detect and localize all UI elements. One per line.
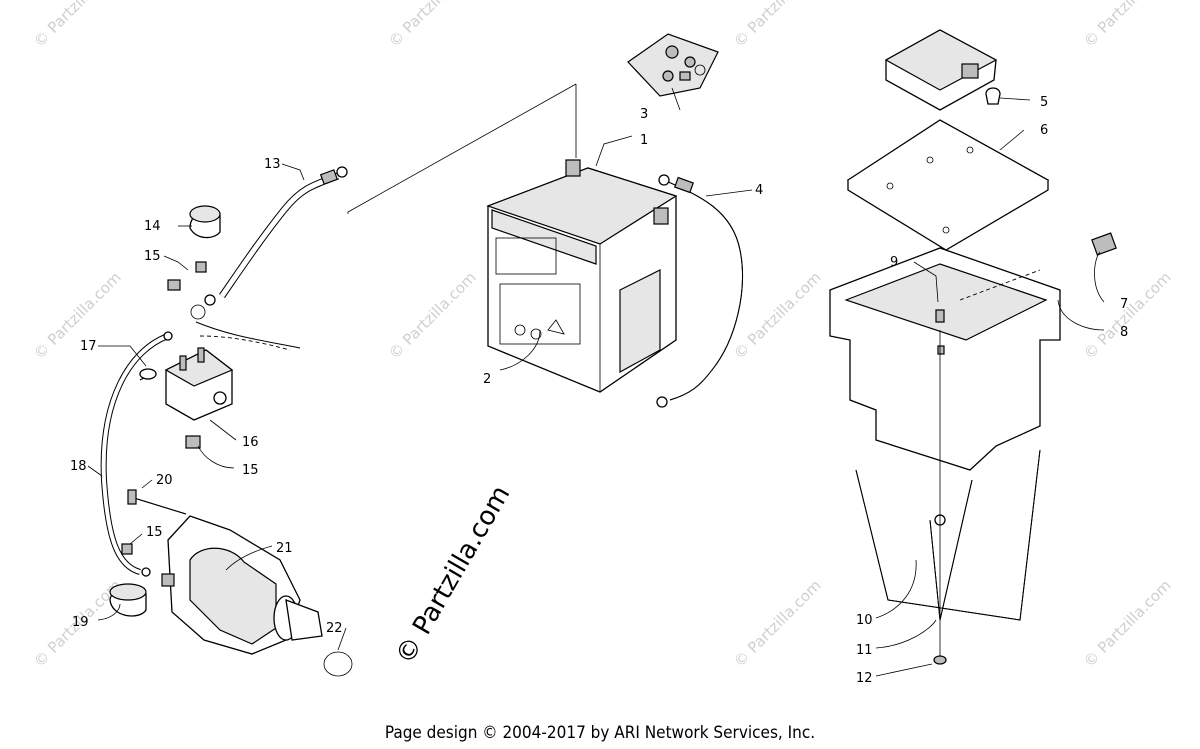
callout-13: 13 bbox=[264, 157, 281, 172]
starter-motor-illustration bbox=[109, 489, 353, 677]
watermark-text: © Partzilla.com bbox=[1080, 576, 1175, 671]
callout-9: 9 bbox=[890, 255, 898, 270]
callout-18: 18 bbox=[70, 459, 87, 474]
hold-down-strap-illustration bbox=[855, 330, 1041, 665]
callout-7: 7 bbox=[1120, 297, 1128, 312]
battery-box-illustration bbox=[829, 232, 1117, 471]
watermark-main: © Partzilla.com bbox=[390, 481, 516, 670]
callout-leaders bbox=[87, 87, 1105, 677]
callout-15-upper: 15 bbox=[144, 249, 161, 264]
callout-3: 3 bbox=[640, 107, 648, 122]
solenoid-illustration bbox=[139, 205, 301, 449]
watermark-text: © Partzilla.com bbox=[385, 268, 480, 363]
watermark-text: © Partzilla.com bbox=[30, 0, 125, 51]
callout-15-middle: 15 bbox=[242, 463, 259, 478]
callout-4: 4 bbox=[755, 183, 763, 198]
callout-11: 11 bbox=[856, 643, 873, 658]
callout-8: 8 bbox=[1120, 325, 1128, 340]
hardware-kit-illustration bbox=[627, 33, 719, 97]
callout-1: 1 bbox=[640, 133, 648, 148]
watermark-text: © Partzilla.com bbox=[30, 268, 125, 363]
callout-6: 6 bbox=[1040, 123, 1048, 138]
callout-17: 17 bbox=[80, 339, 97, 354]
callout-22: 22 bbox=[326, 621, 343, 636]
callout-16: 16 bbox=[242, 435, 259, 450]
callout-labels: 1 2 3 4 5 6 7 8 9 10 11 12 13 14 15 17 1… bbox=[70, 95, 1128, 686]
watermark-text: © Partzilla.com bbox=[730, 576, 825, 671]
battery-tray-cover-illustration bbox=[846, 119, 1050, 251]
callout-15-lower: 15 bbox=[146, 525, 163, 540]
watermark-text: © Partzilla.com bbox=[1080, 268, 1175, 363]
callout-20: 20 bbox=[156, 473, 173, 488]
callout-10: 10 bbox=[856, 613, 873, 628]
positive-cable-illustration bbox=[204, 166, 348, 306]
battery-cable-illustration bbox=[656, 174, 743, 408]
reference-leader-line bbox=[347, 83, 577, 214]
watermark-text: © Partzilla.com bbox=[385, 0, 480, 51]
callout-21: 21 bbox=[276, 541, 293, 556]
callout-19: 19 bbox=[72, 615, 89, 630]
watermark-text: © Partzilla.com bbox=[730, 268, 825, 363]
fuse-block-illustration bbox=[884, 29, 1001, 111]
starter-cable-illustration bbox=[100, 331, 173, 577]
callout-2: 2 bbox=[483, 372, 491, 387]
page-footer: Page design © 2004-2017 by ARI Network S… bbox=[385, 723, 815, 743]
watermark-text: © Partzilla.com bbox=[730, 0, 825, 51]
callout-12: 12 bbox=[856, 671, 873, 686]
callout-14: 14 bbox=[144, 219, 161, 234]
callout-5: 5 bbox=[1040, 95, 1048, 110]
battery-illustration bbox=[486, 159, 678, 393]
watermark-text: © Partzilla.com bbox=[1080, 0, 1175, 51]
